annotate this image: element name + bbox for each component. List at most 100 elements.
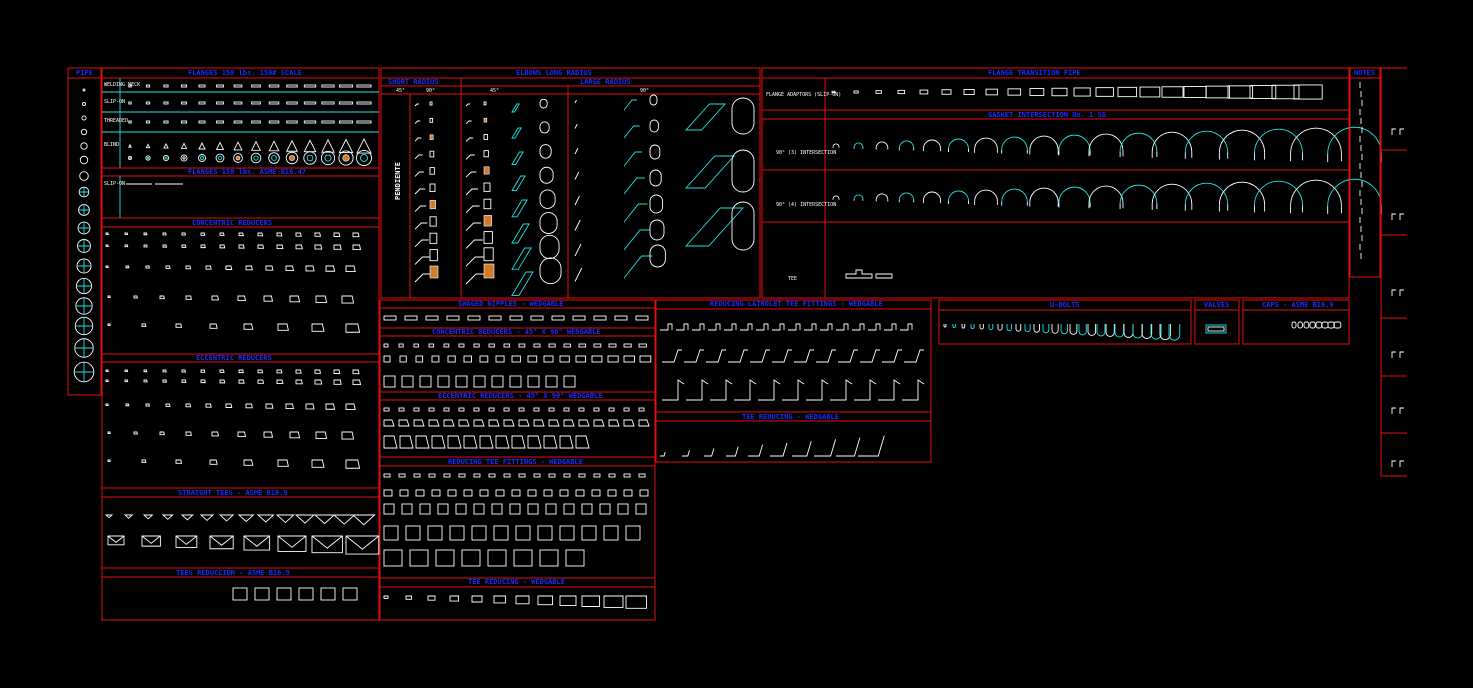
elbow-short-45 bbox=[414, 222, 428, 230]
reducer-symbol bbox=[295, 369, 302, 374]
reducer-symbol bbox=[162, 369, 167, 373]
reducer-symbol bbox=[105, 244, 109, 247]
flange-bar bbox=[321, 84, 335, 88]
edge-mark bbox=[1391, 213, 1404, 220]
transition-flange bbox=[831, 90, 836, 94]
latrolet-small bbox=[676, 323, 689, 331]
red-tee-med bbox=[639, 489, 649, 497]
flange-bar bbox=[356, 120, 372, 124]
reducer-symbol bbox=[277, 459, 289, 467]
reducer-symbol bbox=[159, 295, 165, 300]
tee-reducing-2 bbox=[770, 442, 788, 457]
red-tee-xl bbox=[581, 525, 597, 541]
conc-weld-med bbox=[527, 355, 538, 363]
flange-bar bbox=[356, 84, 372, 88]
flange-row-label-4: BLIND bbox=[104, 142, 119, 148]
ecc-weld-small bbox=[593, 407, 600, 412]
gasket-arc bbox=[922, 191, 942, 201]
tee-reducing-2 bbox=[704, 448, 715, 457]
reducer-symbol bbox=[124, 369, 129, 373]
ubolt bbox=[952, 324, 956, 328]
red-tee-med bbox=[527, 489, 537, 497]
conc-weld-small bbox=[398, 343, 404, 348]
reducer-symbol bbox=[295, 379, 303, 385]
elbow-lr-90b bbox=[649, 244, 666, 268]
reducing-tee-panel: REDUCING TEE FITTINGS - WEDGABLE bbox=[379, 456, 656, 579]
pipe-circle bbox=[79, 171, 89, 181]
straight-tee bbox=[313, 514, 336, 525]
tee-reducing bbox=[581, 595, 600, 607]
latrolet-small bbox=[708, 323, 721, 331]
elbow-short-45 bbox=[414, 188, 425, 195]
pipe-axis bbox=[78, 222, 90, 234]
ecc-weld-small bbox=[488, 407, 495, 412]
reducer-symbol bbox=[162, 379, 168, 383]
pipe-axis bbox=[74, 338, 94, 358]
transition-flange bbox=[1029, 88, 1045, 96]
flange-transition-title: FLANGE TRANSITION PIPE bbox=[988, 69, 1081, 77]
eccentric-reducers-title: ECCENTRIC REDUCERS bbox=[196, 354, 272, 362]
tee-reducing bbox=[559, 595, 577, 607]
red-tee-large bbox=[401, 503, 413, 515]
reducer-symbol bbox=[314, 379, 323, 385]
elbow-lr-90a bbox=[623, 151, 643, 167]
ubolt bbox=[943, 324, 947, 328]
pipe-section-symbols bbox=[73, 88, 95, 383]
conc-weld-small bbox=[533, 343, 541, 348]
reducer-symbol bbox=[185, 265, 192, 270]
red-tee-large bbox=[473, 503, 485, 515]
ubolt bbox=[1060, 324, 1068, 335]
concentric-weld-panel: CONCENTRIC REDUCERS - 45° X 90° WEDGABLE bbox=[379, 327, 656, 393]
elbow-xl bbox=[684, 155, 736, 189]
valves-panel: VALVES bbox=[1194, 299, 1240, 345]
ubolt bbox=[1042, 324, 1050, 334]
reducer-symbol bbox=[185, 403, 192, 408]
flange-bar bbox=[286, 84, 298, 88]
transition-flange bbox=[1183, 85, 1207, 98]
reducer-symbol bbox=[124, 379, 129, 383]
red-tee-xl bbox=[493, 525, 509, 541]
gasket-arc bbox=[1290, 127, 1342, 154]
pipe-axis bbox=[75, 297, 93, 315]
flange-bar bbox=[338, 84, 354, 88]
reducer-symbol bbox=[352, 369, 360, 375]
flange-bar bbox=[180, 120, 187, 124]
elbow-short-90 bbox=[429, 249, 438, 262]
transition-flange bbox=[941, 89, 952, 95]
ecc-weld-med bbox=[488, 419, 500, 427]
gasket-symbols bbox=[832, 126, 1382, 215]
gasket-arc bbox=[1119, 132, 1158, 152]
red-tee-med bbox=[431, 489, 441, 497]
elbow-large-45 bbox=[511, 127, 522, 139]
elbow-mid-45 bbox=[465, 171, 477, 178]
conc-weld-large bbox=[455, 375, 468, 388]
red-tee-xxl bbox=[565, 549, 585, 567]
straight-tee bbox=[180, 514, 194, 521]
flange-face bbox=[127, 155, 133, 161]
ecc-weld-med bbox=[413, 419, 425, 427]
flange-bar bbox=[145, 84, 151, 88]
swaged-nipple bbox=[467, 315, 481, 321]
elbow-short-90 bbox=[429, 232, 438, 244]
elbow-lr-45 bbox=[574, 219, 581, 231]
ecc-weld-large bbox=[447, 435, 462, 449]
ecc-weld-small bbox=[443, 407, 450, 412]
tee-reducing-2-symbols bbox=[660, 435, 885, 457]
elbow-lr-90a bbox=[623, 125, 640, 139]
conc-weld-large bbox=[383, 375, 396, 388]
flange-bore bbox=[182, 156, 186, 160]
elbow-lr-45 bbox=[574, 243, 582, 257]
edge-symbols bbox=[1391, 128, 1404, 467]
elbow-mid-90 bbox=[483, 263, 495, 279]
large-radius-label: LARGE RADIUS bbox=[580, 78, 631, 86]
cap bbox=[1321, 321, 1329, 329]
elbow-mid-45 bbox=[465, 205, 480, 214]
elbow-large-90 bbox=[539, 98, 548, 109]
latrolet-med bbox=[794, 349, 814, 363]
reducer-symbol bbox=[209, 459, 218, 465]
edge-mark bbox=[1391, 128, 1404, 135]
straight-tee bbox=[237, 514, 255, 523]
ecc-weld-large bbox=[399, 435, 414, 449]
tee-reducing-2 bbox=[660, 451, 666, 457]
